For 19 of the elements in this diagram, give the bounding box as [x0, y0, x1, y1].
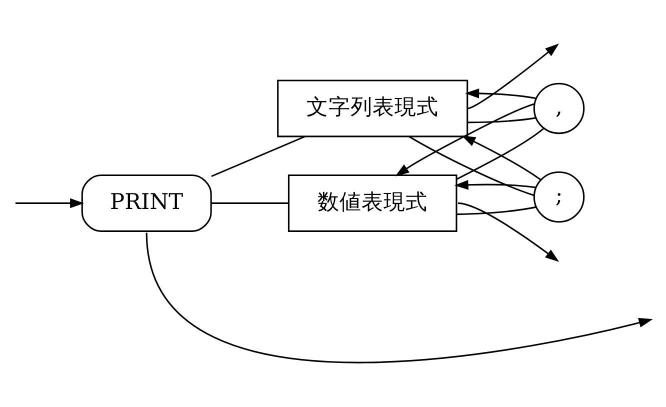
arrow [454, 180, 536, 190]
node-box: PRINT [81, 174, 212, 232]
arrow [15, 198, 84, 208]
node-box: 数値表現式 [288, 174, 458, 232]
arrow [395, 103, 535, 176]
arrow [458, 202, 560, 262]
arrow [146, 232, 653, 364]
connector [211, 202, 288, 204]
node-circle: , [533, 82, 585, 134]
connector [467, 117, 536, 124]
arrow [467, 43, 560, 110]
arrow [462, 136, 542, 180]
connector [456, 128, 544, 180]
node-circle: ; [533, 171, 585, 223]
connector [456, 206, 536, 216]
node-box: 文字列表現式 [277, 80, 468, 138]
arrow [465, 88, 536, 100]
connector [408, 136, 534, 196]
connector [211, 136, 306, 178]
